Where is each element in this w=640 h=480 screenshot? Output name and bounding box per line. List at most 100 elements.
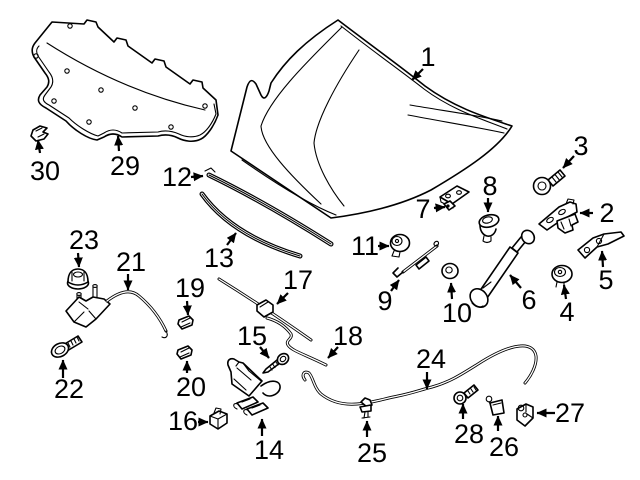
callout-label-9[interactable]: 9 [377,286,392,316]
callout-label-5[interactable]: 5 [598,265,613,295]
callout-label-20[interactable]: 20 [176,372,206,402]
part-17-clip [256,299,274,318]
callout-23[interactable]: 23 [69,225,99,268]
callout-9[interactable]: 9 [377,279,400,316]
callout-label-26[interactable]: 26 [489,432,519,462]
callout-16[interactable]: 16 [168,406,209,436]
callout-label-11[interactable]: 11 [351,231,379,261]
callout-label-29[interactable]: 29 [110,151,140,181]
callout-arrow-18 [327,346,339,359]
callout-13[interactable]: 13 [204,232,237,273]
callout-label-25[interactable]: 25 [357,438,387,468]
callout-arrow-19 [182,300,192,316]
part-18-rod [265,316,328,367]
callout-arrow-3 [562,155,575,169]
callout-label-30[interactable]: 30 [30,156,60,186]
callout-arrow-9 [389,279,400,292]
callout-arrow-29 [114,135,124,152]
part-19-clip [177,315,194,330]
part-1-hood-panel [230,19,513,219]
callout-11[interactable]: 11 [351,231,390,261]
part-15-bolt [262,352,290,374]
callout-label-19[interactable]: 19 [175,273,205,303]
part-29-insulator-pad [31,19,219,143]
callout-4[interactable]: 4 [559,284,575,327]
part-30-clip [30,125,49,142]
callout-17[interactable]: 17 [276,265,313,305]
callout-label-21[interactable]: 21 [116,247,146,277]
callout-arrow-17 [276,292,289,305]
callout-24[interactable]: 24 [416,344,446,390]
callout-10[interactable]: 10 [442,282,472,328]
callout-arrow-6 [509,274,522,289]
part-28-screw [453,384,479,405]
callout-6[interactable]: 6 [509,274,537,315]
callout-12[interactable]: 12 [162,162,204,192]
callout-label-23[interactable]: 23 [69,225,99,255]
part-21-hinge-support [65,284,168,339]
part-8-bumper [478,213,500,244]
callout-arrow-30 [34,139,44,154]
callout-arrow-7 [433,203,446,213]
callout-14[interactable]: 14 [254,418,284,465]
callout-label-6[interactable]: 6 [521,285,536,315]
callout-label-12[interactable]: 12 [162,162,192,192]
callout-26[interactable]: 26 [489,415,519,462]
callout-29[interactable]: 29 [110,135,140,181]
callout-15[interactable]: 15 [237,321,270,359]
callout-label-27[interactable]: 27 [555,398,585,428]
callout-label-10[interactable]: 10 [442,298,472,328]
part-24-release-cable [301,344,538,406]
callout-label-22[interactable]: 22 [54,374,84,404]
part-25-clip [359,397,373,419]
part-3-bolt [532,169,566,196]
callout-22[interactable]: 22 [54,359,84,404]
callout-arrow-23 [73,252,83,268]
callout-28[interactable]: 28 [454,403,484,449]
callout-label-15[interactable]: 15 [237,321,267,351]
callout-2[interactable]: 2 [579,198,615,228]
callout-label-28[interactable]: 28 [454,419,484,449]
callout-arrow-13 [226,232,237,246]
part-12-weatherstrip [204,167,334,247]
callout-label-24[interactable]: 24 [416,344,446,374]
callout-1[interactable]: 1 [411,42,436,81]
part-26-clip [485,395,505,416]
callout-3[interactable]: 3 [562,131,589,169]
callout-20[interactable]: 20 [176,360,206,402]
callout-label-3[interactable]: 3 [573,131,588,161]
callout-label-14[interactable]: 14 [254,435,284,465]
callout-arrow-5 [598,250,608,268]
callout-25[interactable]: 25 [357,420,387,468]
callout-30[interactable]: 30 [30,139,60,186]
callout-arrow-10 [447,282,457,300]
part-6-gas-strut [469,229,536,309]
callout-21[interactable]: 21 [116,247,146,291]
callout-label-1[interactable]: 1 [420,42,435,72]
callout-19[interactable]: 19 [175,273,205,316]
callout-label-4[interactable]: 4 [559,297,574,327]
part-5-bracket [577,231,625,259]
callout-arrow-1 [411,68,424,81]
callout-18[interactable]: 18 [327,321,363,359]
part-2-hinge [538,198,579,234]
callout-label-13[interactable]: 13 [204,243,234,273]
part-22-bolt [50,335,83,358]
callout-label-16[interactable]: 16 [168,406,198,436]
callout-label-18[interactable]: 18 [333,321,363,351]
callout-label-7[interactable]: 7 [415,194,430,224]
callout-5[interactable]: 5 [598,250,614,295]
part-16-clip [209,407,228,430]
part-27-clip [516,403,534,427]
callout-8[interactable]: 8 [482,171,498,213]
part-7-bracket [439,185,470,211]
part-4-grommet [551,264,573,288]
callout-label-8[interactable]: 8 [482,171,497,201]
callout-label-2[interactable]: 2 [599,198,614,228]
callout-27[interactable]: 27 [536,398,585,428]
callout-label-17[interactable]: 17 [283,265,313,295]
callout-7[interactable]: 7 [415,194,446,224]
